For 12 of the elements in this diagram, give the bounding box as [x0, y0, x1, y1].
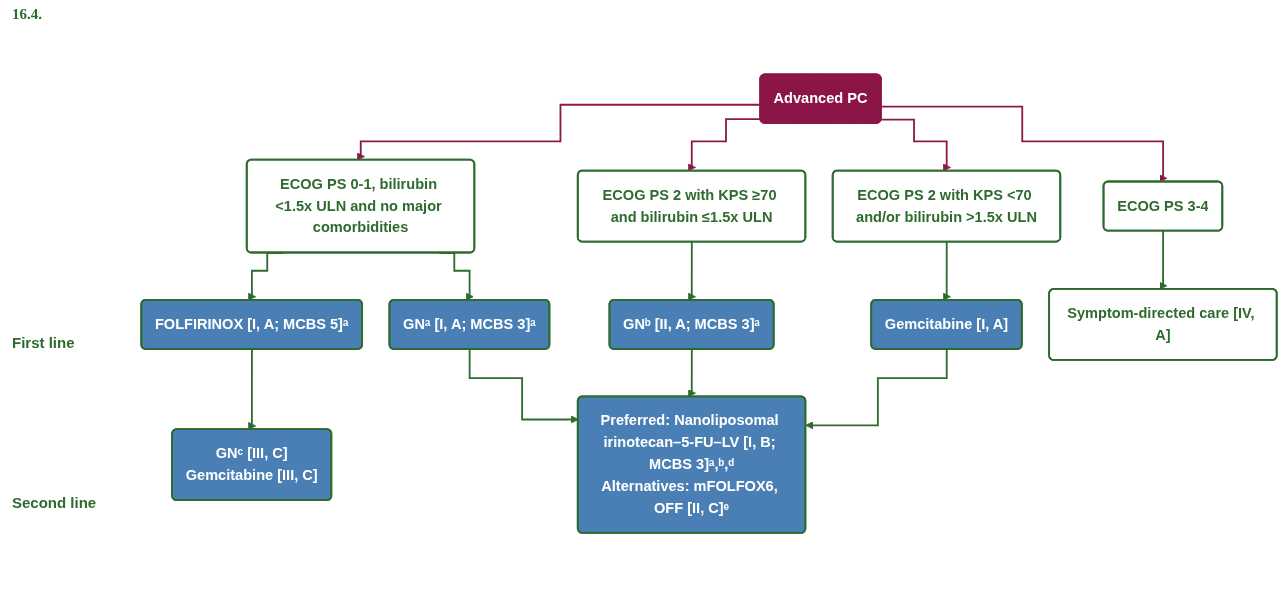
- arrow: [248, 348, 257, 430]
- row-label: Second line: [12, 494, 97, 511]
- figure-number: 16.4.: [12, 6, 42, 23]
- arrow: [942, 241, 951, 301]
- arrow: [880, 105, 1168, 183]
- arrow: [1159, 230, 1168, 290]
- arrow: [687, 348, 696, 398]
- arrow: [687, 118, 762, 172]
- arrow: [805, 348, 948, 430]
- arrow: [687, 241, 696, 301]
- arrow: [880, 118, 951, 172]
- row-label: First line: [12, 334, 75, 351]
